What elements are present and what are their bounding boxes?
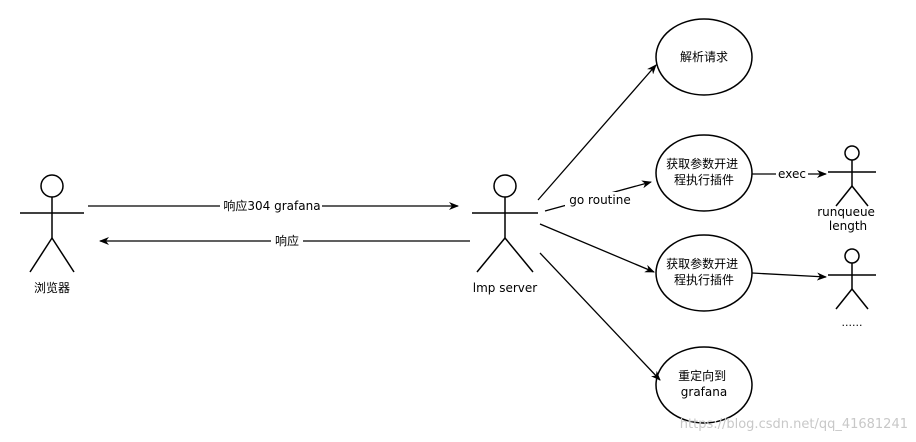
other-label: ...... [842,316,863,329]
other-actor [828,248,876,310]
runqueue-actor [828,145,876,207]
runqueue-label: runqueue length [817,205,879,233]
go-routine-label: go routine [569,193,630,207]
plugin-other-label: 获取参数开进 程执行插件 [666,256,742,287]
plugin-exec-node [655,134,753,212]
plugin-exec-line2: 程执行插件 [674,172,734,187]
response-label: 响应 [275,233,299,248]
runqueue-label-line2: length [829,219,867,233]
parse-request-label: 解析请求 [680,50,728,64]
server-to-parse-arrow [537,64,657,201]
redirect-label: 重定向到 grafana [678,368,730,399]
redirect-line2: grafana [681,385,727,399]
watermark: https://blog.csdn.net/qq_41681241 [680,417,908,432]
server-to-redirect-arrow [539,252,661,381]
plugin-other-line2: 程执行插件 [674,272,734,287]
browser-actor [20,174,84,273]
server-label: lmp server [473,281,538,295]
request-label: 响应304 grafana [223,198,320,213]
runqueue-label-line1: runqueue [817,205,875,219]
redirect-line1: 重定向到 [678,368,726,383]
redirect-node [655,346,753,424]
parse-request-node [655,18,753,96]
server-actor [472,174,538,273]
server-to-plugin-other-arrow [539,223,655,273]
plugin-exec-label: 获取参数开进 程执行插件 [666,156,742,187]
plugin-other-line1: 获取参数开进 [666,256,738,271]
plugin-other-to-actor-arrow [751,272,827,281]
exec-label: exec [778,167,806,181]
browser-label: 浏览器 [34,280,70,295]
plugin-exec-line1: 获取参数开进 [666,156,738,171]
